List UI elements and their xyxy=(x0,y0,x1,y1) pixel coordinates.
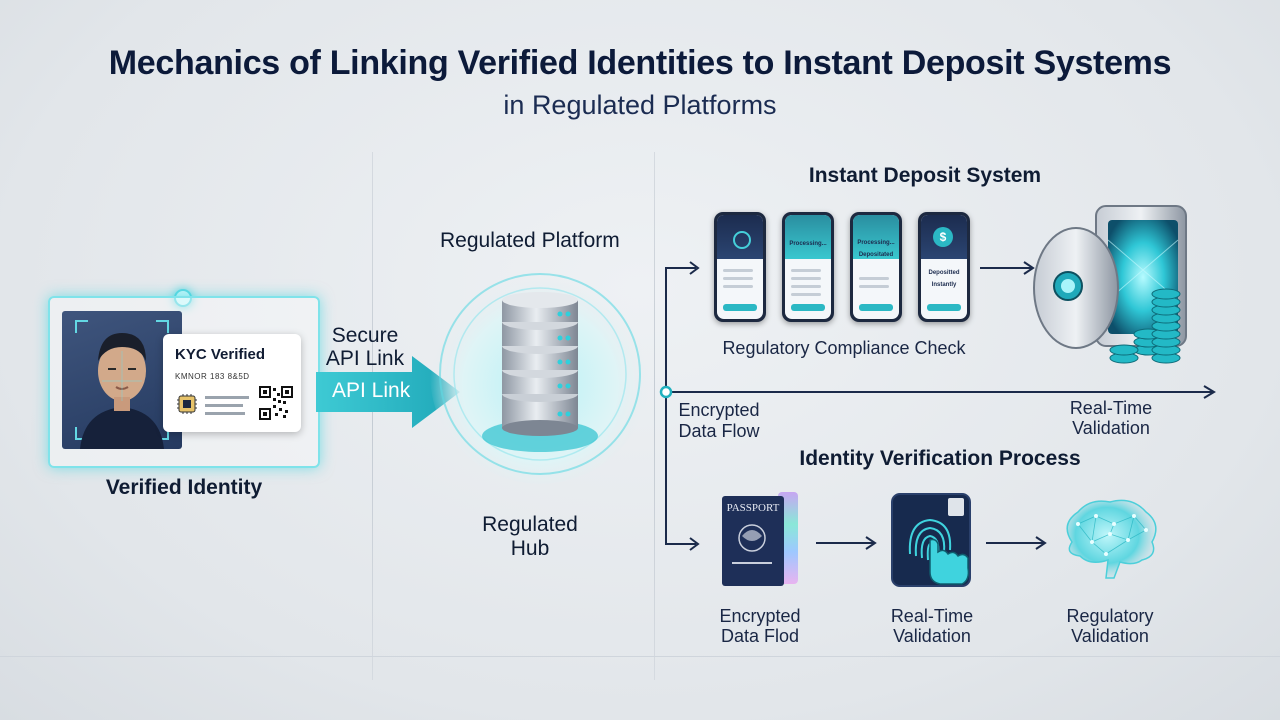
step-2-label-line1: Real-Time xyxy=(890,606,974,626)
fingerprint-scan-icon xyxy=(891,493,971,587)
real-time-validation-label-line1: Real-Time xyxy=(1069,398,1153,418)
compliance-check-caption: Regulatory Compliance Check xyxy=(722,338,966,358)
page-title: Mechanics of Linking Verified Identities… xyxy=(108,44,1172,82)
regulated-platform-label: Regulated Platform xyxy=(440,229,620,252)
secure-link-label-line2: API Link xyxy=(325,347,405,370)
kyc-card-line xyxy=(205,412,245,415)
kyc-card: KYC Verified KMNOR 183 8&5D xyxy=(163,334,301,432)
face-scan-icon xyxy=(62,311,182,449)
phone-2-status-text: Processing... xyxy=(789,241,827,247)
real-time-validation-label-line2: Validation xyxy=(1072,418,1150,438)
identity-glow-dot xyxy=(174,289,192,307)
encrypted-flow-label-line1: Encrypted xyxy=(678,400,760,420)
step-3-label-line1: Regulatory xyxy=(1066,606,1154,626)
fingerprint-to-brain-arrow xyxy=(986,536,1047,550)
secure-link-label-line1: Secure xyxy=(331,324,399,347)
api-link-arrow xyxy=(316,356,460,428)
phone-screen-3: Processing... Depositated xyxy=(850,212,902,322)
dollar-coin-icon: $ xyxy=(933,227,953,247)
passport-text: PASSPORT xyxy=(726,502,780,514)
chip-icon xyxy=(177,394,197,414)
kyc-card-title: KYC Verified xyxy=(175,346,266,363)
regulated-hub-label-line2: Hub xyxy=(510,537,550,560)
kyc-card-line xyxy=(205,396,249,399)
flow-connectors xyxy=(659,261,1216,551)
kyc-card-line xyxy=(205,404,243,407)
regulated-hub-icon xyxy=(430,264,650,484)
passport-to-fingerprint-arrow xyxy=(816,536,877,550)
phone-3-status-text: Processing... Depositated xyxy=(857,240,895,258)
step-2-label-line2: Validation xyxy=(893,626,971,646)
regulated-hub-label-line1: Regulated xyxy=(482,513,578,536)
passport-icon: PASSPORT xyxy=(720,490,802,588)
step-1-label-line1: Encrypted xyxy=(719,606,801,626)
api-link-arrow-text: API Link xyxy=(332,379,411,402)
verification-heading: Identity Verification Process xyxy=(799,447,1081,470)
divider-right xyxy=(654,152,655,680)
divider-left xyxy=(372,152,373,680)
phone-screen-1 xyxy=(714,212,766,322)
divider-bottom xyxy=(0,656,1280,657)
encrypted-flow-label-line2: Data Flow xyxy=(678,421,760,441)
instant-deposit-heading: Instant Deposit System xyxy=(808,164,1042,187)
page-subtitle: in Regulated Platforms xyxy=(503,90,777,120)
phones-to-vault-arrow xyxy=(980,261,1035,275)
phone-4-status-text: Depositted Instantly xyxy=(928,270,960,288)
ai-brain-icon xyxy=(1066,499,1157,579)
phone-screen-2: Processing... xyxy=(782,212,834,322)
verified-identity-label: Verified Identity xyxy=(105,476,263,499)
phone-logo-icon xyxy=(733,231,751,249)
phone-screen-4: $ Depositted Instantly xyxy=(918,212,970,322)
step-1-label-line2: Data Flod xyxy=(720,626,800,646)
kyc-card-meta: KMNOR 183 8&5D xyxy=(175,372,250,381)
vault-icon xyxy=(1033,205,1187,364)
qr-code-icon xyxy=(259,386,293,420)
step-3-label-line2: Validation xyxy=(1071,626,1149,646)
